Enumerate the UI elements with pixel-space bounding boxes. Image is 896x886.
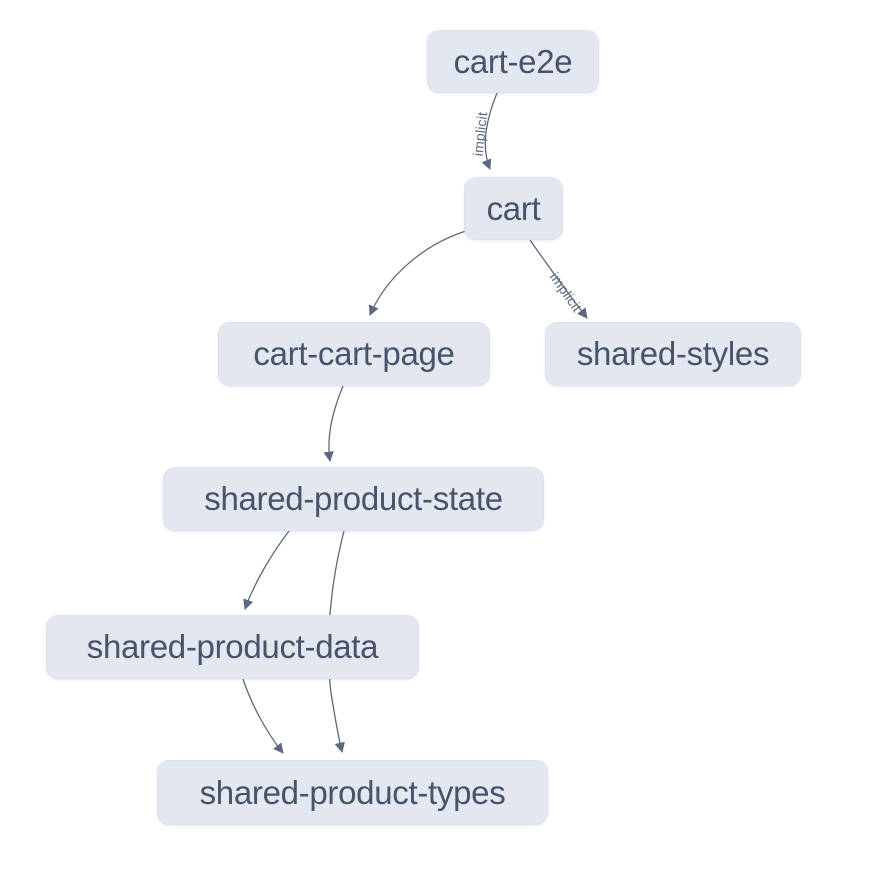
graph-node-shared-styles[interactable]: shared-styles — [545, 322, 801, 386]
graph-node-cart-cart-page[interactable]: cart-cart-page — [218, 322, 490, 386]
edge-cart-to-shared-styles[interactable] — [529, 239, 588, 319]
edge-cart-e2e-to-cart[interactable] — [481, 92, 498, 170]
graph-node-shared-product-state[interactable]: shared-product-state — [163, 467, 544, 531]
edge-cart-to-cart-cart-page[interactable] — [368, 230, 467, 316]
graph-node-cart-e2e[interactable]: cart-e2e — [427, 30, 599, 93]
graph-node-shared-product-types[interactable]: shared-product-types — [157, 760, 548, 825]
graph-node-cart[interactable]: cart — [464, 177, 563, 240]
graph-node-shared-product-data[interactable]: shared-product-data — [46, 615, 419, 679]
edge-cart-cart-page-to-shared-product-state[interactable] — [323, 385, 344, 463]
edge-shared-product-data-to-shared-product-types[interactable] — [242, 678, 284, 754]
edge-shared-product-state-to-shared-product-data[interactable] — [243, 530, 290, 610]
